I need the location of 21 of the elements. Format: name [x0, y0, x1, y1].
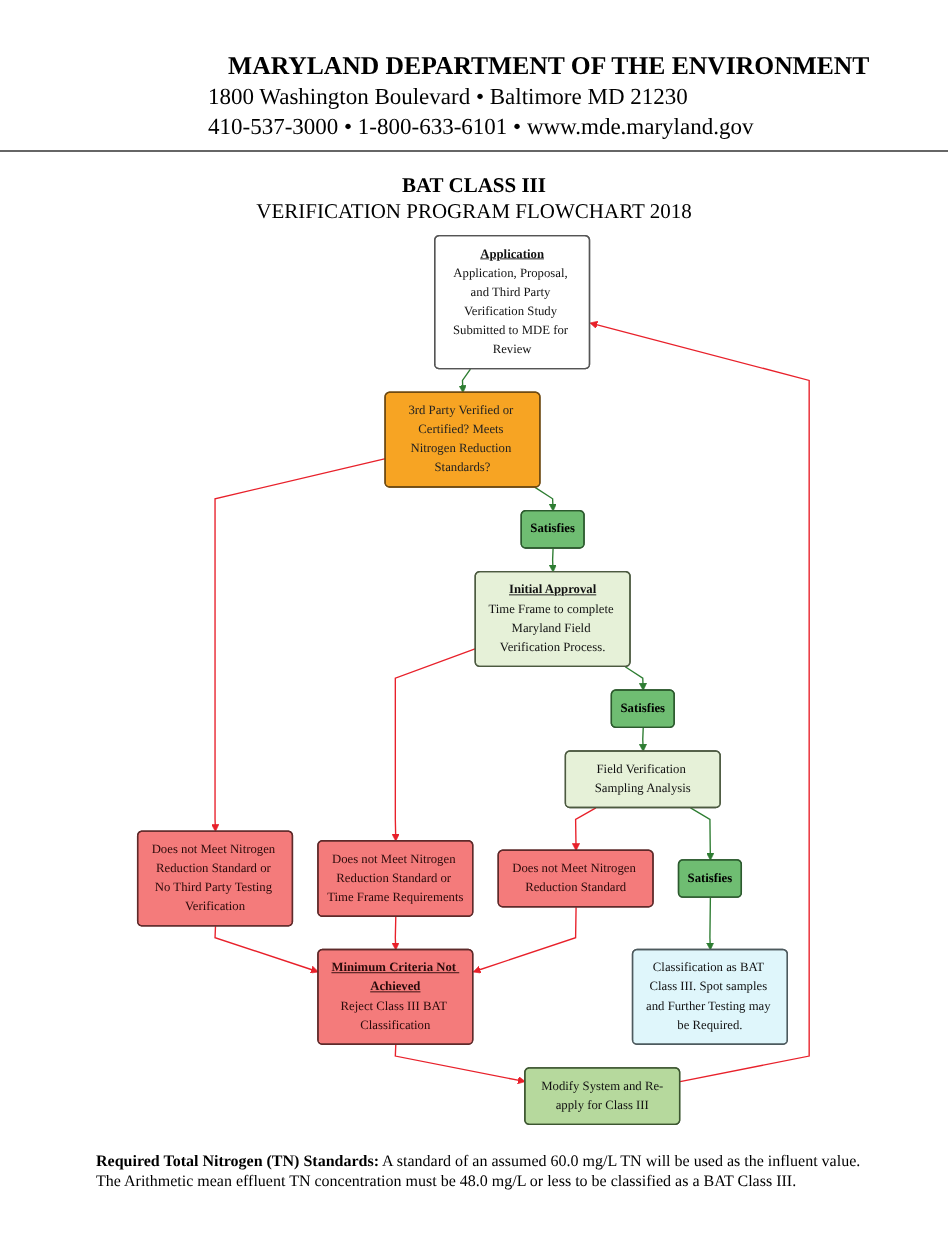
arrow [534, 486, 558, 512]
arrow [590, 320, 811, 1083]
arrow [572, 807, 598, 852]
arrow [690, 807, 715, 861]
arrow [473, 906, 578, 974]
arrow [214, 925, 320, 974]
arrow [639, 727, 648, 752]
arrow [211, 457, 387, 832]
arrow [459, 368, 472, 394]
title: BAT CLASS III [400, 176, 548, 201]
arrow [392, 916, 401, 951]
arrow [549, 547, 558, 573]
organization-name: MARYLAND DEPARTMENT OF THE ENVIRONMENT [228, 52, 870, 82]
arrow [395, 1044, 527, 1085]
subtitle: VERIFICATION PROGRAM FLOWCHART 2018 [254, 202, 694, 227]
arrow [625, 666, 648, 691]
address-line: 1800 Washington Boulevard • Baltimore MD 21230 [208, 86, 688, 113]
arrow [706, 896, 715, 951]
arrow [392, 647, 477, 842]
footnote: Required Total Nitrogen (TN) Standards: A standard of an assumed 60.0 mg/L TN will be used as the influent value. The Arithmetic mean effluent TN concentration must be 48.0 mg/L or less to be classified as a BAT Class III. [96, 1152, 863, 1194]
contact-line: 410-537-3000 • 1-800-633-6101 • www.mde.maryland.gov [208, 116, 754, 143]
